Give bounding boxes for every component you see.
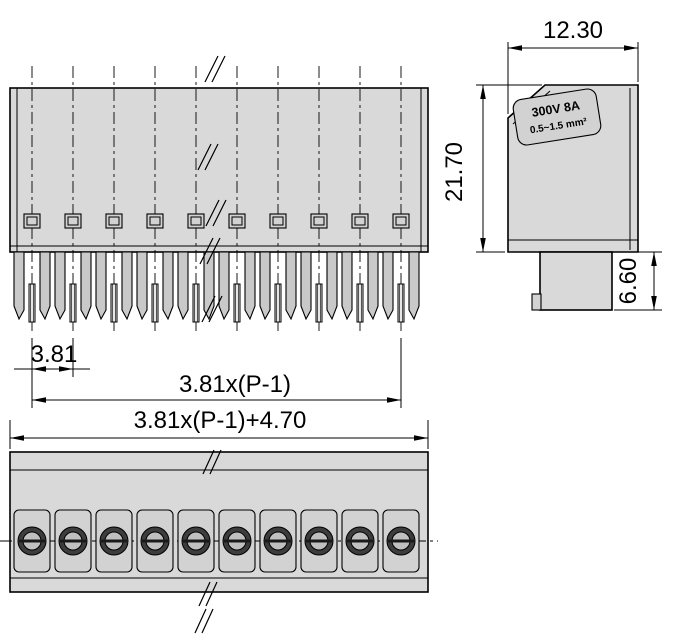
break-marks-plan — [194, 449, 222, 634]
screw-terminal — [217, 508, 257, 574]
front-view — [9, 55, 429, 333]
dimension-side-height: 21.70 — [441, 84, 542, 253]
screw-terminal — [12, 508, 52, 574]
dim-pitch-label: 3.81 — [31, 341, 78, 368]
dim-side-width-label: 12.30 — [543, 17, 603, 44]
screw-terminal — [340, 508, 380, 574]
dimension-side-width: 12.30 — [507, 17, 639, 114]
dim-total-label: 3.81x(P-1)+4.70 — [134, 407, 307, 434]
screw-terminal — [94, 508, 134, 574]
side-pin-block — [539, 251, 613, 311]
dim-span-label: 3.81x(P-1) — [179, 371, 291, 398]
dim-pin-length-label: 6.60 — [615, 258, 642, 305]
screw-terminal — [176, 508, 216, 574]
dimension-pin-length: 6.60 — [614, 251, 662, 311]
screw-terminal — [53, 508, 93, 574]
side-view: 300V 8A 0.5~1.5 mm² — [507, 84, 639, 311]
rating-label: 300V 8A 0.5~1.5 mm² — [512, 88, 602, 146]
screw-terminal — [381, 508, 421, 574]
plan-view — [0, 449, 438, 634]
screw-terminal — [299, 508, 339, 574]
dimension-total-width: 3.81x(P-1)+4.70 — [9, 407, 429, 449]
dimension-pitch: 3.81 — [14, 338, 90, 408]
dim-side-height-label: 21.70 — [441, 142, 468, 202]
screw-terminal — [258, 508, 298, 574]
break-marks-front — [197, 55, 227, 323]
dimension-span: 3.81x(P-1) — [32, 338, 402, 408]
screw-terminal — [135, 508, 175, 574]
